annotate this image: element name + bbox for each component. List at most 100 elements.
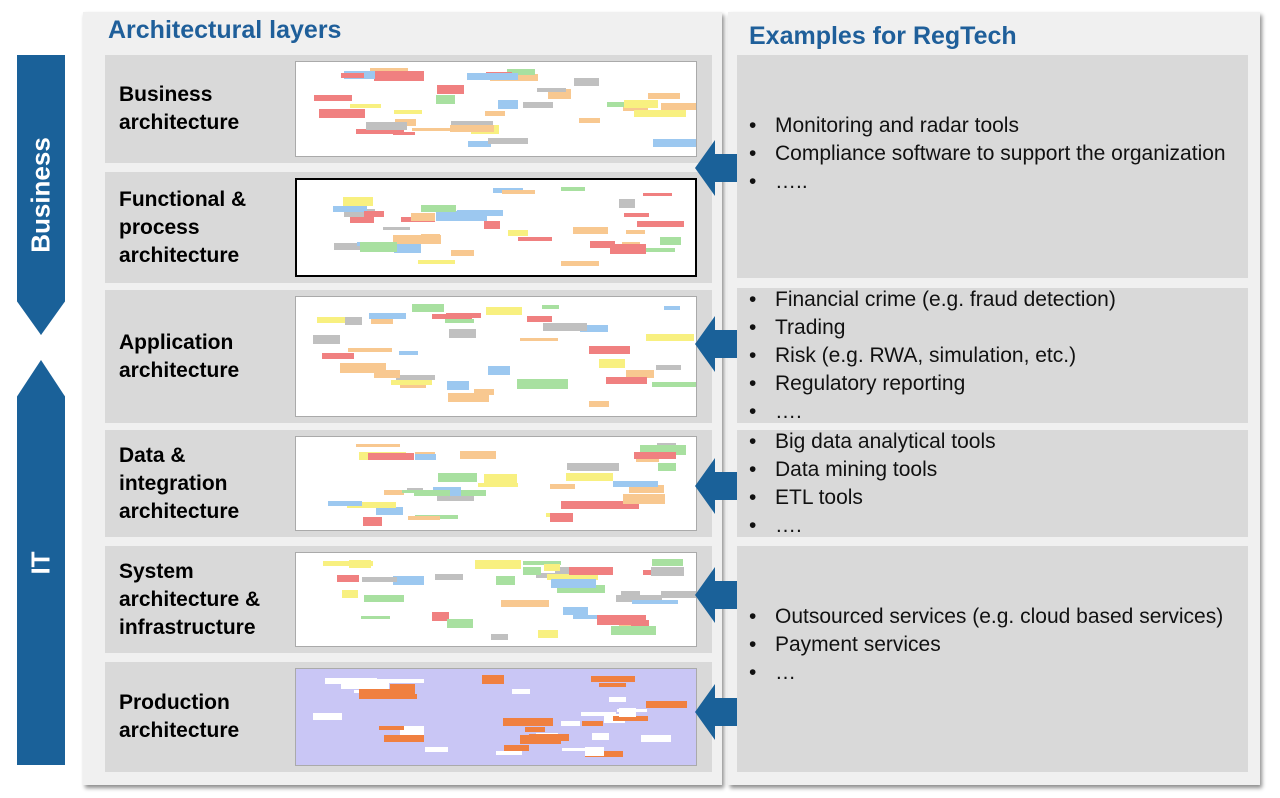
thumbnail-block — [451, 250, 474, 256]
thumbnail-block — [370, 318, 393, 324]
diagram-thumbnail — [295, 61, 697, 157]
thumbnail-block — [589, 240, 616, 248]
example-item: …. — [749, 398, 1238, 426]
thumbnail-block — [435, 94, 455, 105]
thumbnail-block — [518, 237, 552, 241]
arrow-left-icon — [695, 458, 737, 514]
thumbnail-block — [396, 374, 436, 381]
layer-functional-process: Functional & process architecture — [105, 172, 712, 283]
thumbnail-block — [569, 566, 613, 576]
thumbnail-block — [392, 131, 415, 135]
thumbnail-block — [412, 127, 452, 132]
thumbnail-block — [656, 364, 682, 370]
thumbnail-block — [579, 324, 609, 333]
example-item: …. — [749, 512, 1238, 540]
thumbnail-block — [567, 463, 619, 470]
thumbnail-block — [573, 77, 600, 87]
example-item: ….. — [749, 168, 1238, 196]
thumbnail-block — [645, 700, 688, 708]
thumbnail-block — [457, 210, 503, 217]
layer-label: Data & integration architecture — [119, 443, 240, 523]
thumbnail-block — [363, 516, 383, 526]
thumbnail-block — [660, 102, 696, 110]
thumbnail-block — [659, 237, 682, 245]
examples-it-infrastructure: Outsourced services (e.g. cloud based se… — [737, 546, 1248, 772]
example-item: … — [749, 659, 1238, 687]
thumbnail-block — [393, 109, 422, 114]
thumbnail-block — [611, 626, 657, 635]
thumbnail-block — [624, 212, 649, 218]
thumbnail-block — [448, 328, 476, 338]
thumbnail-block — [582, 721, 603, 727]
thumbnail-block — [616, 595, 662, 603]
thumbnail-block — [502, 189, 535, 194]
left-title: Architectural layers — [108, 16, 342, 44]
thumbnail-block — [536, 88, 566, 92]
thumbnail-block — [421, 204, 456, 212]
it-label: IT — [25, 550, 56, 575]
thumbnail-block — [561, 260, 599, 266]
thumbnail-block — [446, 381, 470, 390]
thumbnail-block — [658, 462, 677, 472]
thumbnail-block — [497, 100, 519, 110]
layer-label: System architecture & infrastructure — [119, 559, 261, 639]
thumbnail-block — [319, 109, 366, 118]
layer-data-integration: Data & integration architecture — [105, 430, 712, 537]
thumbnail-block — [585, 747, 605, 756]
thumbnail-block — [368, 313, 407, 319]
diagram-thumbnail — [295, 552, 697, 647]
thumbnail-block — [350, 104, 382, 108]
example-item: Financial crime (e.g. fraud detection) — [749, 286, 1238, 314]
example-item: Compliance software to support the organ… — [749, 140, 1238, 168]
thumbnail-block — [542, 304, 559, 310]
thumbnail-block — [623, 494, 666, 504]
thumbnail-block — [625, 369, 655, 378]
thumbnail-block — [527, 315, 553, 323]
thumbnail-block — [421, 233, 440, 242]
business-label: Business — [25, 137, 56, 253]
diagram-thumbnail — [295, 296, 697, 417]
thumbnail-block — [507, 229, 529, 236]
thumbnail-block — [431, 314, 473, 319]
thumbnail-block — [322, 352, 355, 360]
thumbnail-block — [592, 732, 610, 741]
thumbnail-block — [346, 501, 397, 508]
thumbnail-block — [542, 323, 587, 332]
arrow-left-icon — [695, 316, 737, 372]
thumbnail-block — [362, 577, 397, 582]
thumbnail-block — [402, 489, 424, 493]
thumbnail-block — [652, 139, 696, 148]
thumbnail-block — [459, 451, 497, 459]
layer-label: Functional & process architecture — [119, 187, 247, 267]
thumbnail-block — [477, 483, 519, 488]
thumbnail-block — [550, 579, 596, 589]
thumbnail-block — [561, 747, 596, 752]
thumbnail-block — [348, 559, 371, 569]
thumbnail-block — [313, 712, 343, 720]
thumbnail-block — [644, 248, 675, 252]
thumbnail-block — [407, 515, 440, 521]
thumbnail-block — [414, 489, 450, 497]
thumbnail-block — [613, 716, 648, 721]
thumbnail-block — [484, 110, 505, 116]
thumbnail-block — [343, 196, 373, 207]
thumbnail-block — [507, 69, 535, 75]
thumbnail-block — [543, 564, 561, 572]
thumbnail-block — [646, 333, 694, 342]
thumbnail-block — [517, 379, 568, 389]
thumbnail-block — [547, 574, 599, 580]
thumbnail-block — [565, 472, 614, 481]
diagram-thumbnail — [295, 178, 697, 277]
right-title: Examples for RegTech — [749, 22, 1017, 50]
thumbnail-block — [356, 128, 405, 134]
thumbnail-block — [437, 473, 478, 483]
thumbnail-block — [663, 305, 681, 311]
thumbnail-block — [631, 619, 650, 626]
thumbnail-block — [599, 683, 627, 687]
thumbnail-block — [328, 501, 363, 506]
thumbnail-block — [561, 721, 580, 727]
thumbnail-block — [596, 614, 646, 625]
thumbnail-block — [424, 746, 448, 752]
thumbnail-block — [652, 382, 696, 387]
thumbnail-block — [487, 137, 528, 144]
